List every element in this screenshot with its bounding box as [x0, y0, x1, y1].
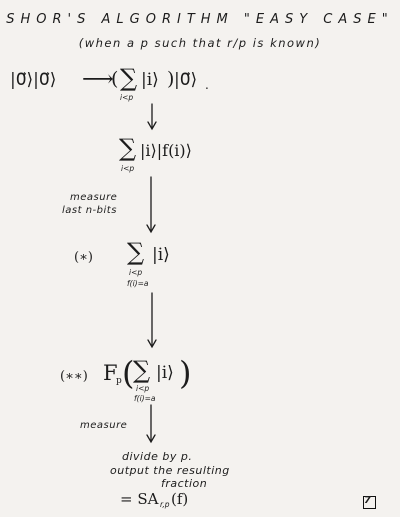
- sum-subscript: i<p: [121, 164, 135, 173]
- result-subscript: r,p: [160, 500, 170, 509]
- summation-symbol: ∑: [127, 238, 145, 266]
- fourier-subscript: p: [116, 376, 122, 386]
- down-arrow-2: [146, 176, 156, 234]
- conclusion-line-3: fraction: [161, 477, 208, 490]
- result-argument: (f): [171, 490, 189, 508]
- fourier-open-paren: (: [122, 354, 135, 392]
- page-subtitle: (when a p such that r/p is known): [78, 36, 322, 50]
- sum-open-paren: (: [111, 68, 119, 90]
- conclusion-line-1: divide by p.: [122, 450, 193, 463]
- fourier-operator: F: [103, 361, 118, 385]
- sum-subscript: i<p: [136, 384, 150, 393]
- sum-condition: f(i)=a: [134, 394, 156, 403]
- measure-note: measure: [70, 192, 118, 203]
- page-title: SHOR'S ALGORITHM "EASY CASE": [6, 12, 394, 27]
- ket-i: |i⟩: [141, 70, 159, 90]
- trailing-dot: .: [205, 78, 209, 92]
- fourier-close-paren: ): [179, 354, 192, 392]
- conclusion-line-2: output the resulting: [110, 464, 230, 477]
- sum-close-paren: ): [167, 68, 175, 90]
- step-label-star: (∗): [74, 250, 93, 265]
- measure-note-bits: last n-bits: [62, 205, 117, 216]
- summation-symbol: ∑: [120, 64, 138, 92]
- ket-zero: |0⃗⟩: [174, 70, 198, 90]
- down-arrow-1: [147, 103, 157, 131]
- summation-symbol: ∑: [119, 134, 137, 162]
- initial-state: |0⃗⟩|0⃗⟩: [10, 70, 57, 90]
- page-number: 7: [364, 495, 371, 506]
- down-arrow-4: [146, 404, 156, 444]
- ket-i: |i⟩: [152, 245, 170, 265]
- sum-subscript: i<p: [129, 268, 143, 277]
- superposition-term: |i⟩|f(i)⟩: [140, 141, 192, 160]
- down-arrow-3: [147, 292, 157, 349]
- page-number-box: [363, 496, 376, 509]
- sum-subscript: i<p: [120, 93, 134, 102]
- ket-i: |i⟩: [156, 363, 174, 383]
- measure-note: measure: [80, 420, 128, 431]
- summation-symbol: ∑: [133, 356, 151, 384]
- sum-condition: f(i)=a: [127, 279, 149, 288]
- result-expression: = SA: [120, 490, 159, 508]
- transition-arrow: ⟶: [82, 67, 114, 92]
- step-label-double-star: (∗∗): [60, 369, 88, 384]
